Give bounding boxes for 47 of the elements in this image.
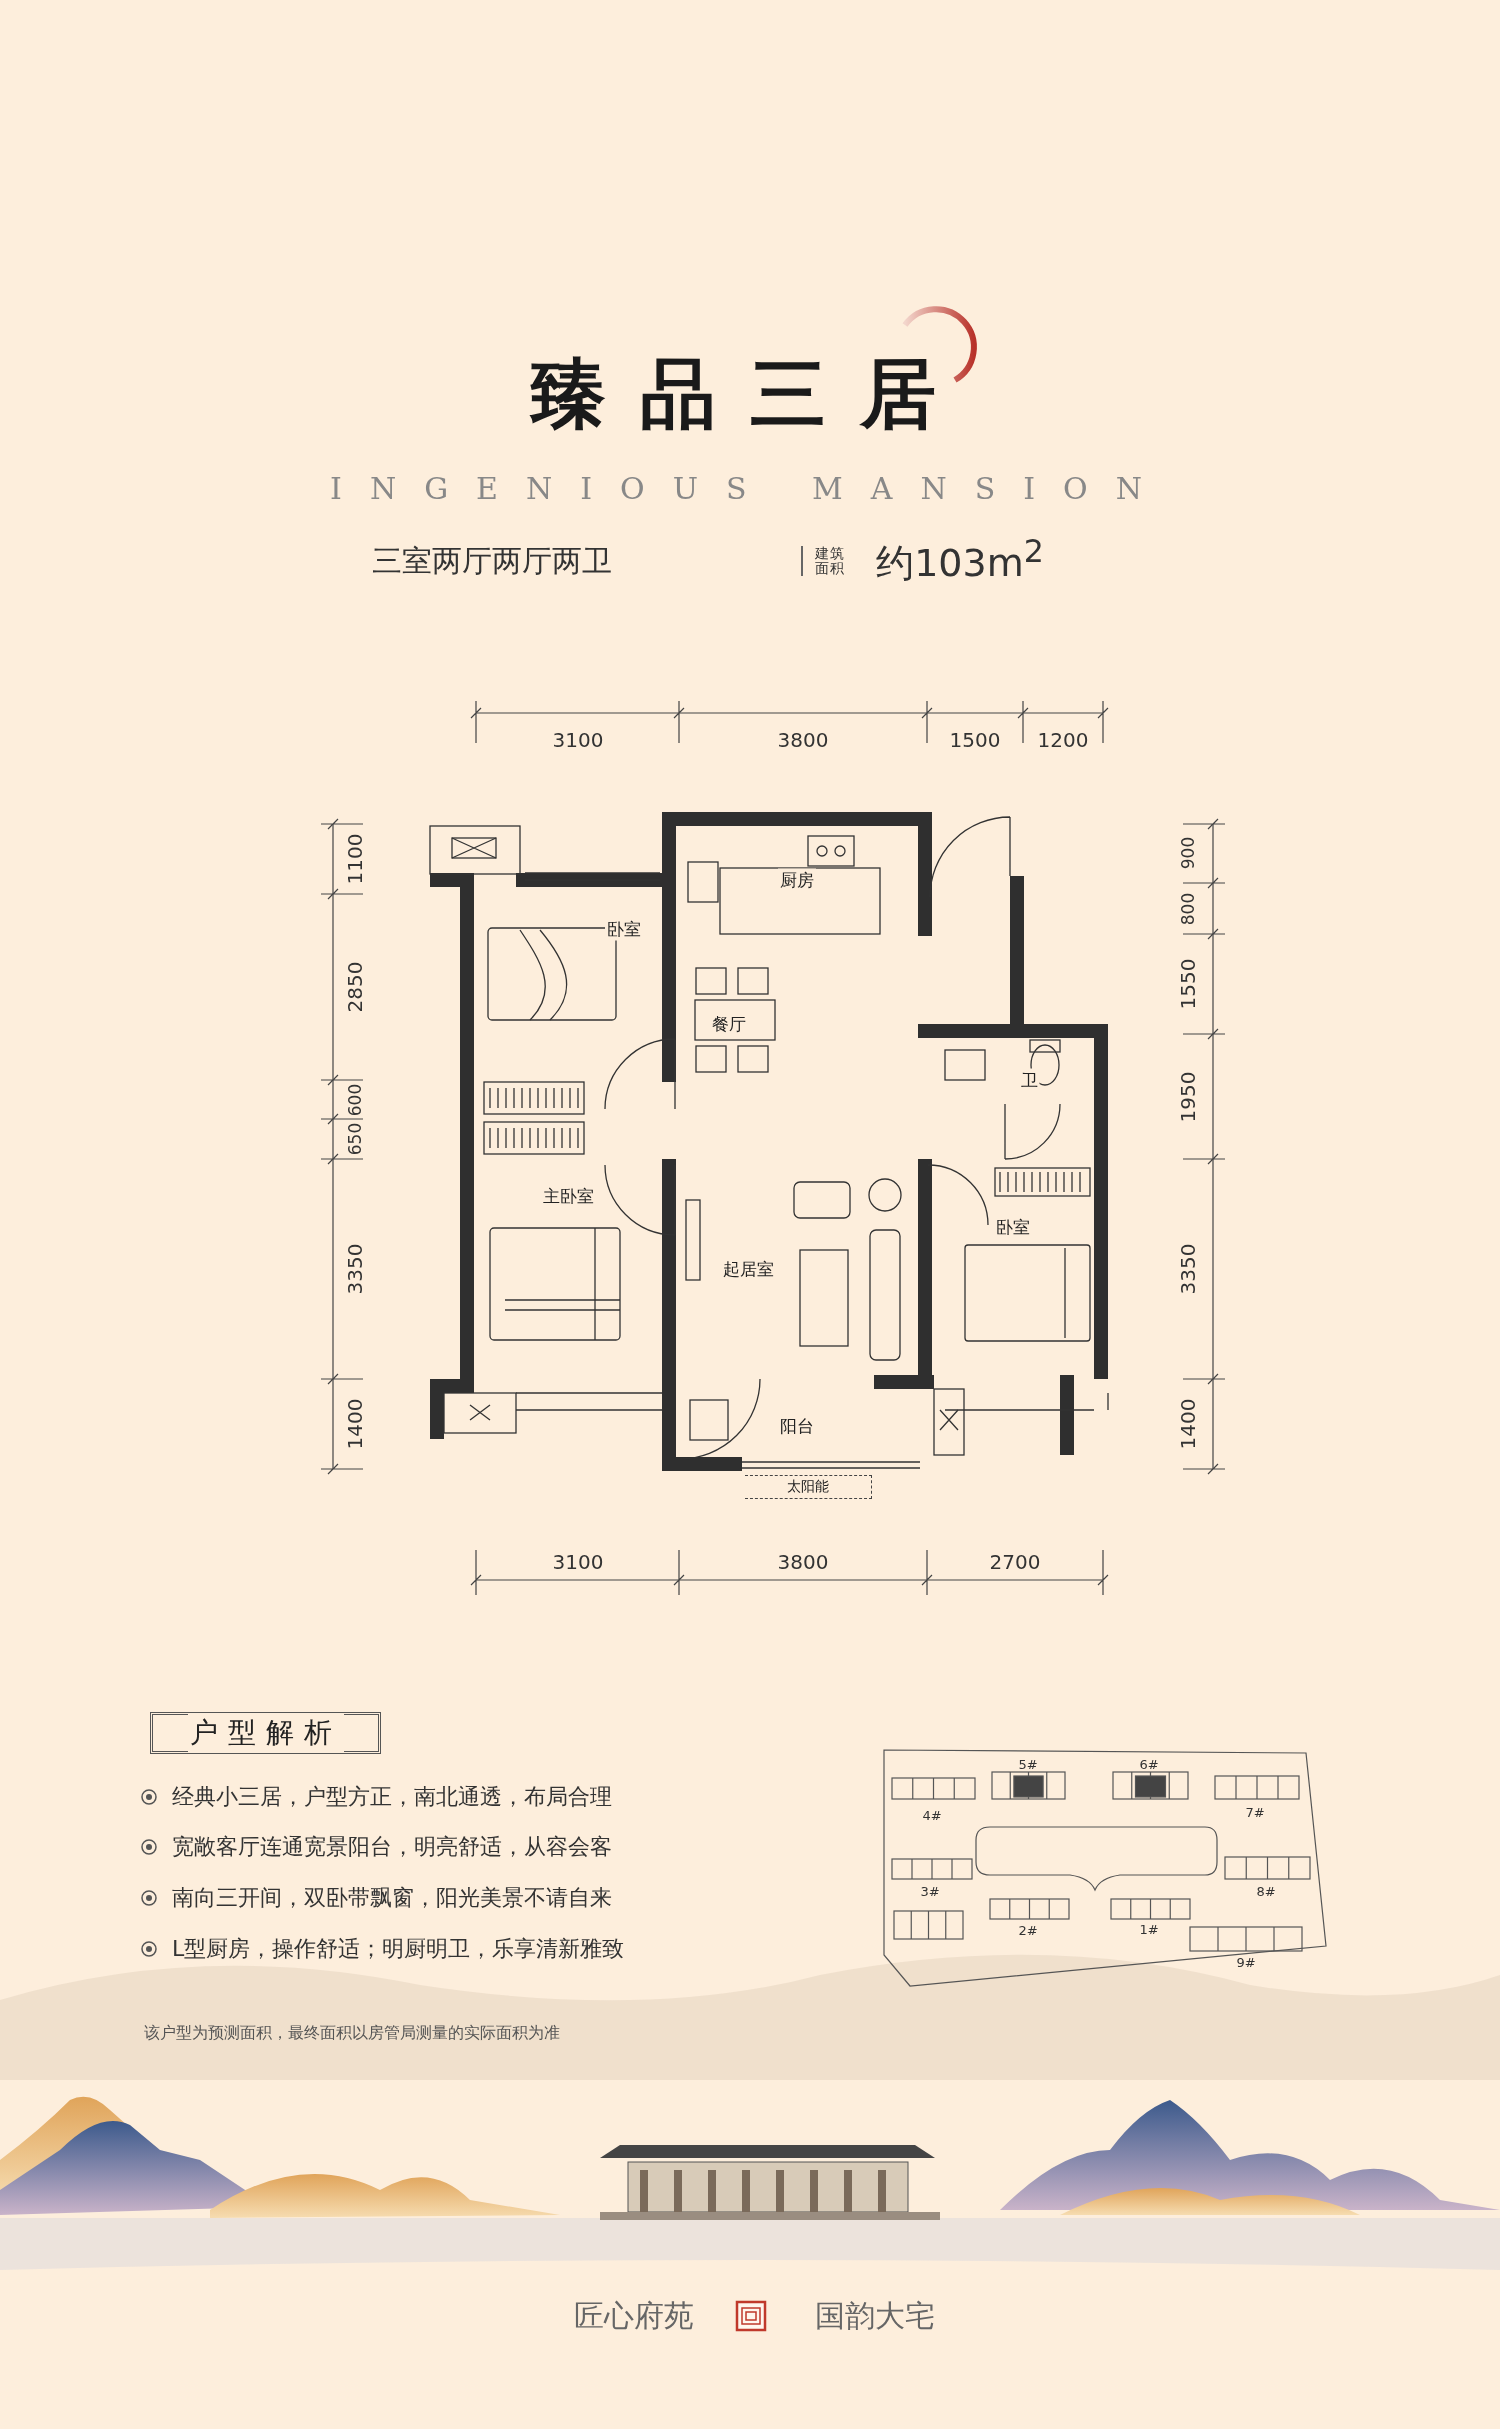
building-number: 6# (1139, 1756, 1159, 1772)
disclaimer-note: 该户型为预测面积，最终面积以房管局测量的实际面积为准 (144, 2022, 560, 2044)
dimension-label: 3100 (552, 1550, 604, 1574)
dimension-label: 1500 (949, 728, 1001, 752)
dimension-label: 2700 (989, 1550, 1041, 1574)
slogan-text: 国韵大宅 (815, 2296, 935, 2335)
area-caption: 建筑面积 (815, 546, 845, 576)
section-heading: 户型解析 (187, 1714, 344, 1752)
dimension-label: 1200 (1037, 728, 1089, 752)
dimension-label: 3100 (552, 728, 604, 752)
dimension-label: 1950 (1176, 1071, 1200, 1123)
feature-bullet: L型厨房，操作舒适；明厨明卫，乐享清新雅致 (172, 1935, 625, 1963)
title: 臻品三居 (530, 347, 970, 440)
dimension-label: 2850 (343, 961, 367, 1013)
dimension-label: 650 (345, 1122, 365, 1156)
building-number: 2# (1018, 1922, 1038, 1938)
dimension-label: 3350 (343, 1243, 367, 1295)
dimension-label: 1100 (343, 833, 367, 885)
dimension-label: 600 (345, 1083, 365, 1117)
building-number: 5# (1018, 1756, 1038, 1772)
building-number: 4# (922, 1807, 942, 1823)
room-label: 太阳能 (785, 1478, 831, 1496)
slogan-text: 匠心府苑 (574, 2296, 694, 2335)
building-number: 9# (1236, 1954, 1256, 1970)
building-number: 3# (920, 1883, 940, 1899)
dimension-label: 3800 (777, 728, 829, 752)
dimension-label: 800 (1178, 892, 1198, 926)
feature-bullet: 经典小三居，户型方正，南北通透，布局合理 (172, 1783, 612, 1811)
dimension-label: 3800 (777, 1550, 829, 1574)
dimension-label: 1400 (343, 1398, 367, 1450)
building-number: 7# (1245, 1804, 1265, 1820)
layout-summary: 三室两厅两厅两卫 (372, 541, 612, 580)
subtitle: INGENIOUS MANSION (330, 470, 1170, 506)
area-value: 约103m$^{2}$ (876, 533, 1044, 587)
dimension-label: 3350 (1176, 1243, 1200, 1295)
room-label: 起居室 (721, 1257, 777, 1281)
feature-bullet: 宽敞客厅连通宽景阳台，明亮舒适，从容会客 (172, 1833, 612, 1861)
section-heading-box (150, 1712, 381, 1754)
feature-bullet: 南向三开间，双卧带飘窗，阳光美景不请自来 (172, 1884, 612, 1912)
room-label: 厨房 (778, 868, 816, 892)
building-number: 1# (1139, 1921, 1159, 1937)
dimension-label: 1400 (1176, 1398, 1200, 1450)
room-label: 卧室 (605, 917, 644, 941)
solar-panel-box (745, 1475, 872, 1499)
building-number: 8# (1256, 1883, 1276, 1899)
dimension-label: 900 (1178, 836, 1198, 870)
dimension-label: 1550 (1176, 958, 1200, 1010)
